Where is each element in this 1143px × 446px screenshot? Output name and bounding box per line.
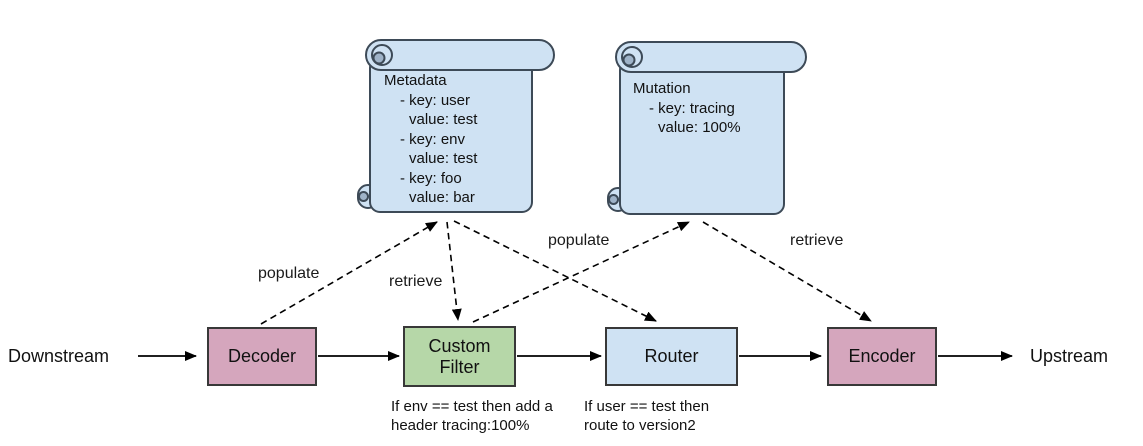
metadata-line: value: test [409, 150, 478, 167]
edge-label-retrieve-left: retrieve [389, 273, 443, 290]
node-encoder: Encoder [827, 327, 937, 386]
mutation-scroll-text: Mutation - key: tracing value: 100% [633, 79, 741, 138]
upstream-label: Upstream [1030, 346, 1109, 366]
custom-filter-caption: If env == test then add a header tracing… [391, 398, 553, 434]
dashed-arrow-populate-decoder-metadata [260, 221, 438, 325]
node-custom-filter: Custom Filter [403, 326, 516, 387]
mutation-scroll-top-curl-core [622, 53, 636, 67]
dashed-arrows [260, 220, 872, 325]
metadata-line: value: test [409, 111, 478, 128]
edge-label-retrieve-right: retrieve [790, 232, 844, 249]
metadata-scroll-shape [357, 39, 555, 213]
mutation-line: - key: tracing [649, 99, 735, 117]
node-custom-filter-label: Custom Filter [428, 335, 491, 377]
edge-label-populate-left: populate [258, 265, 320, 282]
node-router: Router [605, 327, 738, 386]
metadata-line: value: bar [409, 189, 475, 206]
metadata-line: - key: foo [400, 169, 462, 187]
metadata-line: - key: user [400, 91, 471, 109]
mutation-scroll-bottom-curl-core [608, 194, 619, 205]
dashed-arrow-populate-filter-mutation [472, 221, 690, 323]
mutation-scroll-shape [607, 41, 807, 215]
node-encoder-label: Encoder [848, 346, 916, 366]
node-decoder-label: Decoder [227, 346, 297, 366]
node-router-label: Router [644, 346, 699, 366]
metadata-scroll-title: Metadata [384, 72, 447, 89]
dashed-arrow-retrieve-mutation-encoder [702, 221, 872, 322]
metadata-scroll-bottom-curl-core [358, 191, 369, 202]
metadata-scroll-roll [365, 39, 555, 71]
mutation-line: value: 100% [658, 119, 741, 136]
downstream-label: Downstream [8, 346, 110, 366]
mutation-scroll-roll [615, 41, 807, 73]
dashed-arrow-retrieve-metadata-filter [446, 221, 462, 321]
router-caption: If user == test then route to version2 [584, 398, 710, 434]
metadata-scroll-top-curl-core [372, 51, 386, 65]
metadata-scroll-text: Metadata - key: user value: test - key: … [384, 71, 477, 208]
node-decoder: Decoder [207, 327, 317, 386]
edge-label-populate-right: populate [548, 232, 610, 249]
mutation-scroll-title: Mutation [633, 80, 691, 97]
dashed-arrow-metadata-router [453, 220, 657, 322]
metadata-line: - key: env [400, 130, 466, 148]
